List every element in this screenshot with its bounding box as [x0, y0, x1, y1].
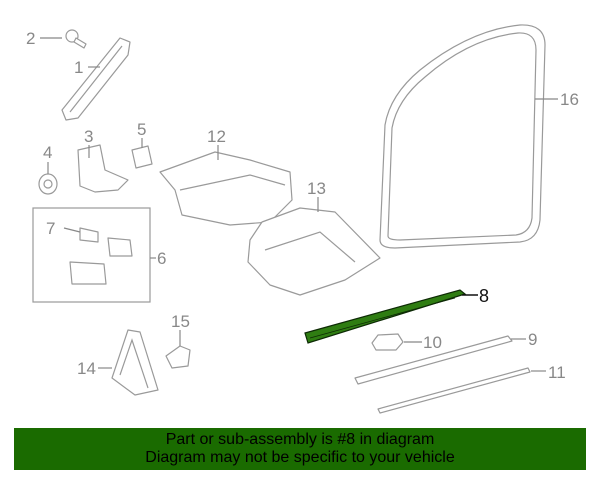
callout-6[interactable]: 6	[157, 249, 166, 268]
part-4-clip[interactable]	[38, 173, 58, 195]
part-13-trim-panel[interactable]	[247, 207, 381, 296]
part-16-door-weatherstrip[interactable]	[379, 24, 546, 249]
callout-9[interactable]: 9	[528, 330, 537, 349]
part-14-trim[interactable]	[111, 329, 159, 396]
part-15-clip[interactable]	[165, 345, 191, 369]
callout-14[interactable]: 14	[77, 359, 96, 378]
part-12-trim-panel[interactable]	[159, 151, 293, 226]
part-10-clip[interactable]	[371, 333, 404, 351]
callout-13[interactable]: 13	[307, 179, 326, 198]
callout-16[interactable]: 16	[560, 90, 579, 109]
callout-3[interactable]: 3	[84, 127, 93, 146]
part-3-bracket[interactable]	[77, 144, 129, 193]
info-banner: Part or sub-assembly is #8 in diagram Di…	[14, 428, 586, 470]
callout-10[interactable]: 10	[423, 333, 442, 352]
part-1-pillar-trim[interactable]	[61, 37, 131, 121]
callout-4[interactable]: 4	[43, 143, 52, 162]
callout-1[interactable]: 1	[74, 58, 83, 77]
part-11-sill-plate[interactable]	[377, 367, 531, 414]
callout-7[interactable]: 7	[46, 219, 55, 238]
callout-8-highlighted[interactable]: 8	[479, 286, 489, 306]
part-9-sill-rail[interactable]	[354, 335, 513, 385]
part-6-kit-box[interactable]	[32, 207, 151, 303]
banner-line-1: Part or sub-assembly is #8 in diagram	[165, 431, 435, 448]
part-2-bolt[interactable]	[65, 29, 87, 49]
callout-11[interactable]: 11	[548, 363, 566, 382]
callout-2[interactable]: 2	[26, 29, 35, 48]
callout-15[interactable]: 15	[171, 312, 190, 331]
part-8-sill-strip-highlighted[interactable]	[304, 289, 467, 344]
callout-12[interactable]: 12	[207, 127, 226, 146]
part-5-clip[interactable]	[131, 145, 153, 169]
banner-line-2: Diagram may not be specific to your vehi…	[145, 449, 455, 466]
callout-5[interactable]: 5	[137, 120, 146, 139]
